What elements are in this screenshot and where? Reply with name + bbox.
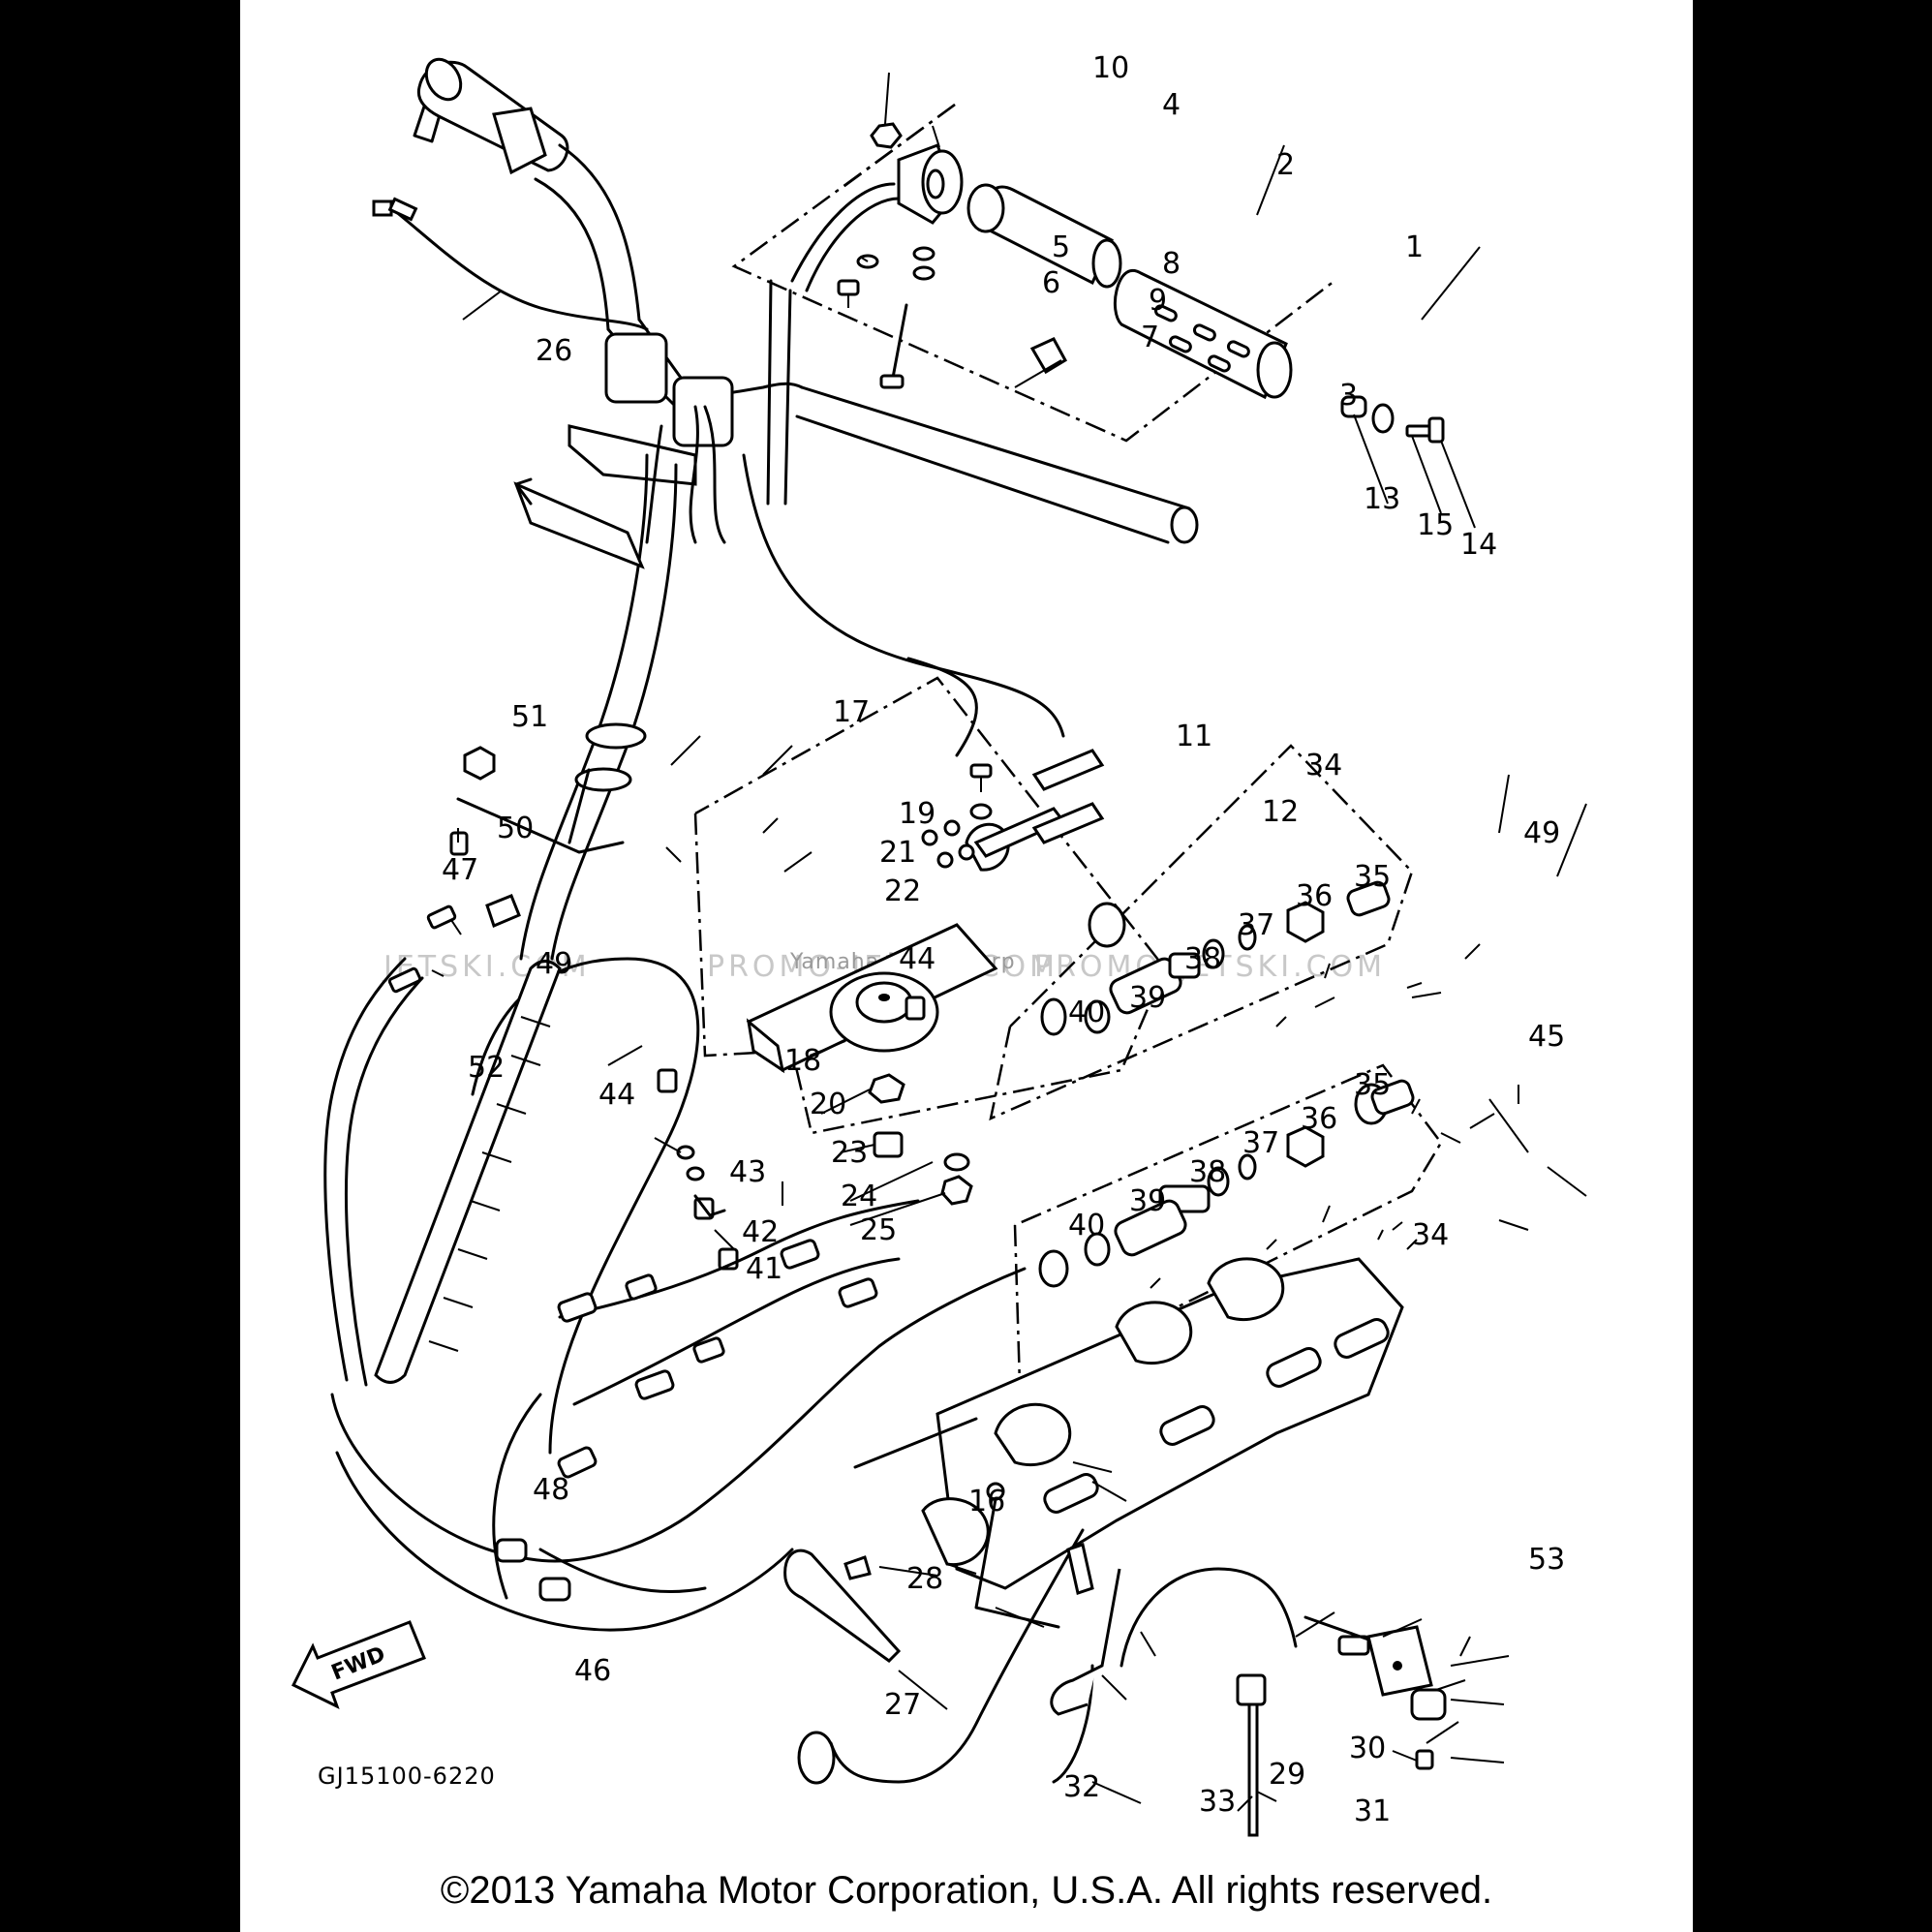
leader-lines — [431, 72, 1587, 1812]
callout-6: 6 — [1042, 266, 1060, 300]
callout-18: 18 — [784, 1044, 821, 1078]
cables-lower — [323, 746, 1447, 1837]
callouts: 1 2 3 4 5 6 7 8 9 10 11 12 13 14 15 16 1… — [442, 51, 1565, 1828]
throttle-parts — [766, 122, 1445, 506]
callout-52: 52 — [468, 1051, 505, 1085]
callout-37-upper: 37 — [1238, 908, 1274, 942]
callout-53: 53 — [1528, 1543, 1565, 1577]
callout-11: 11 — [1176, 720, 1212, 753]
callout-38-lower: 38 — [1189, 1155, 1226, 1189]
callout-36-lower: 36 — [1301, 1102, 1337, 1136]
callout-38-upper: 38 — [1184, 942, 1221, 976]
copyright-notice: ©2013 Yamaha Motor Corporation, U.S.A. A… — [440, 1869, 1493, 1912]
callout-9: 9 — [1149, 284, 1167, 318]
callout-47: 47 — [442, 853, 478, 887]
callout-49-left: 49 — [536, 947, 572, 981]
callout-48: 48 — [533, 1473, 569, 1507]
callout-14: 14 — [1460, 528, 1497, 562]
grip-group-box — [731, 103, 1335, 443]
callout-34-lower: 34 — [1412, 1218, 1449, 1252]
callout-39-lower: 39 — [1129, 1184, 1166, 1218]
callout-42: 42 — [742, 1215, 779, 1249]
steering-cable-exploded-diagram: JETSKI.COM PROMO-JETSKI.COM Yamaha Motor… — [291, 51, 1587, 1837]
callout-4: 4 — [1162, 88, 1181, 122]
callout-33: 33 — [1199, 1785, 1236, 1819]
callout-26: 26 — [536, 334, 572, 368]
callout-31: 31 — [1354, 1794, 1391, 1828]
callout-25: 25 — [860, 1213, 897, 1247]
callout-23: 23 — [831, 1136, 868, 1170]
linkage-parts — [1038, 880, 1415, 1288]
linkage-box-lower — [1013, 1063, 1443, 1387]
linkage-box-upper — [989, 744, 1414, 1121]
callout-37-lower: 37 — [1242, 1126, 1279, 1160]
callout-24: 24 — [841, 1180, 877, 1213]
callout-8: 8 — [1162, 247, 1181, 281]
callout-50: 50 — [497, 812, 534, 845]
callout-27: 27 — [884, 1688, 921, 1722]
callout-30: 30 — [1349, 1732, 1386, 1765]
callout-3: 3 — [1339, 379, 1358, 413]
choke-cable — [372, 197, 649, 331]
callout-45: 45 — [1528, 1020, 1565, 1054]
callout-16: 16 — [968, 1485, 1005, 1518]
callout-20: 20 — [810, 1088, 846, 1121]
callout-2: 2 — [1276, 148, 1295, 182]
callout-10: 10 — [1092, 51, 1129, 85]
callout-44-lower: 44 — [598, 1078, 635, 1112]
callout-29: 29 — [1269, 1758, 1305, 1792]
callout-34-upper: 34 — [1305, 749, 1342, 782]
callout-28: 28 — [906, 1562, 943, 1596]
callout-40-lower: 40 — [1068, 1209, 1105, 1242]
callout-40-upper: 40 — [1068, 996, 1105, 1029]
callout-7: 7 — [1141, 321, 1159, 354]
fwd-arrow: FWD — [291, 1620, 426, 1709]
callout-13: 13 — [1364, 482, 1400, 516]
callout-1: 1 — [1405, 230, 1424, 264]
callout-44-upper: 44 — [899, 942, 935, 976]
callout-15: 15 — [1417, 508, 1454, 542]
callout-46: 46 — [574, 1654, 611, 1688]
throttle-cable-loop — [742, 453, 1065, 757]
callout-17: 17 — [833, 695, 870, 729]
cable-ends-11-12 — [921, 749, 1105, 869]
callout-35-upper: 35 — [1354, 860, 1391, 894]
callout-22: 22 — [884, 874, 921, 908]
callout-39-upper: 39 — [1129, 981, 1166, 1015]
callout-43: 43 — [729, 1155, 766, 1189]
callout-21: 21 — [879, 836, 916, 870]
callout-41: 41 — [746, 1252, 782, 1286]
drawing-code: GJ15100-6220 — [318, 1763, 496, 1790]
callout-36-upper: 36 — [1296, 879, 1333, 913]
parts-diagram-sheet: JETSKI.COM PROMO-JETSKI.COM Yamaha Motor… — [240, 0, 1693, 1932]
callout-5: 5 — [1052, 230, 1070, 264]
callout-49-right: 49 — [1523, 816, 1560, 850]
callout-19: 19 — [899, 797, 935, 831]
callout-51: 51 — [511, 700, 548, 734]
callout-12: 12 — [1262, 795, 1299, 829]
handlebar — [413, 57, 1199, 961]
callout-32: 32 — [1063, 1770, 1100, 1804]
carburetor-assembly — [853, 1257, 1404, 1590]
callout-35-lower: 35 — [1354, 1068, 1391, 1102]
